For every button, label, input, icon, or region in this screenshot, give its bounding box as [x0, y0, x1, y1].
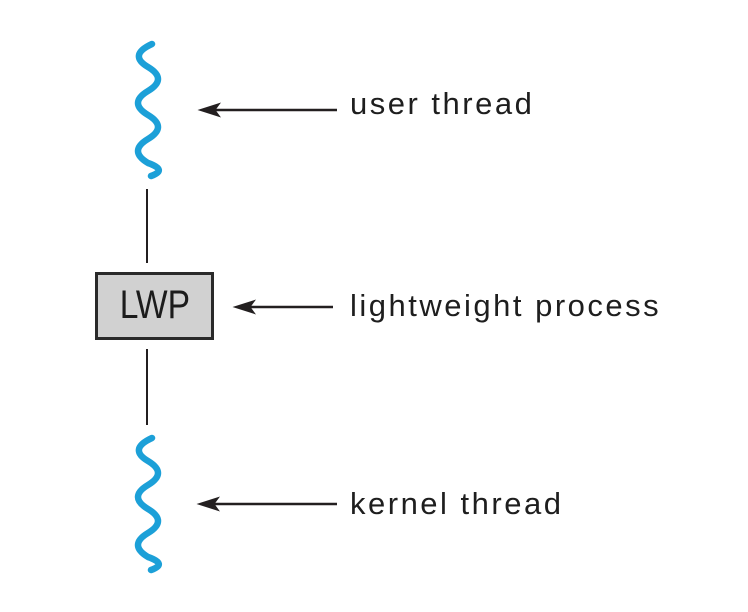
kernel-thread-arrowhead — [196, 496, 220, 512]
kernel-thread-wave-path — [134, 434, 162, 574]
connector-user-to-lwp — [146, 189, 148, 263]
lightweight-process-arrow-icon — [232, 299, 333, 315]
connector-lwp-to-kernel — [146, 349, 148, 425]
user-thread-arrow-icon — [197, 102, 337, 118]
user-thread-arrowhead — [197, 102, 221, 118]
kernel-thread-wave-icon — [134, 434, 162, 574]
user-thread-wave-icon — [134, 40, 162, 180]
kernel-thread-label: kernel thread — [350, 486, 564, 521]
user-thread-wave-path — [134, 40, 162, 180]
lightweight-process-label: lightweight process — [350, 288, 662, 323]
user-thread-label: user thread — [350, 86, 535, 121]
lwp-box: LWP — [95, 272, 214, 340]
kernel-thread-arrow-icon — [196, 496, 337, 512]
lightweight-process-arrowhead — [232, 299, 256, 315]
lwp-box-label: LWP — [119, 283, 190, 327]
